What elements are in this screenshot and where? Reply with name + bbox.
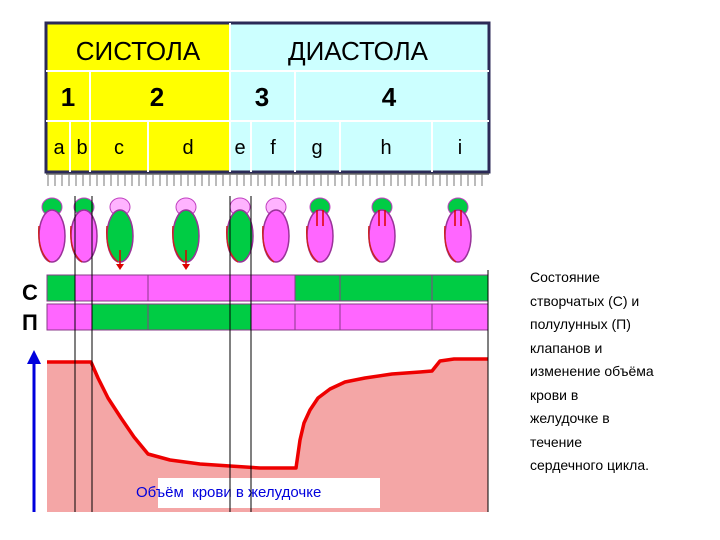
- systole-label: СИСТОЛА: [76, 36, 201, 66]
- caption-line: желудочке в: [530, 410, 610, 426]
- semilunar-valve-segment: [229, 303, 252, 331]
- heart-icon: [261, 197, 290, 263]
- semilunar-valve-row: [46, 303, 489, 331]
- time-ruler: [46, 173, 489, 186]
- subphase-label: f: [270, 137, 276, 159]
- volume-label: Объём крови в желудочке: [136, 484, 321, 501]
- subphase-label: d: [182, 137, 193, 159]
- cuspid-valve-segment: [294, 274, 341, 302]
- caption-line: изменение объёма: [530, 363, 654, 379]
- header-border: [44, 21, 491, 174]
- heart-icon: [105, 197, 134, 270]
- volume-label-bg: [158, 478, 380, 508]
- diastole-label: ДИАСТОЛА: [288, 36, 429, 66]
- subphase-label: h: [380, 137, 391, 159]
- subphase-label: a: [53, 137, 65, 159]
- heart-icon: [443, 197, 472, 263]
- semilunar-valve-segment: [339, 303, 433, 331]
- diastole-header-bg: [230, 24, 488, 171]
- caption-line: створчатых (С) и: [530, 292, 640, 309]
- period-label: 4: [382, 82, 397, 112]
- cuspid-valve-segment: [250, 274, 296, 302]
- cuspid-valve-segment: [91, 274, 149, 302]
- volume-axis-arrow-icon: [27, 350, 41, 364]
- period-label: 1: [61, 82, 75, 112]
- semilunar-valve-segment: [46, 303, 76, 331]
- cuspid-valve-row: [46, 274, 489, 302]
- valve-rows: С П: [22, 274, 489, 335]
- caption-line: крови в: [530, 386, 579, 403]
- subphase-label: c: [114, 137, 124, 159]
- heart-icon: [37, 197, 66, 263]
- caption-line: клапанов и: [530, 339, 603, 356]
- heart-icon: [225, 197, 254, 263]
- subphase-label: g: [311, 137, 322, 159]
- semilunar-valve-segment: [147, 303, 231, 331]
- phase-boundaries: [74, 196, 489, 512]
- cuspid-valve-label: С: [22, 280, 38, 305]
- volume-line: [47, 357, 488, 470]
- heart-icon: [171, 197, 200, 270]
- volume-area: [47, 359, 488, 512]
- period-label: 2: [150, 82, 164, 112]
- heart-icon: [367, 197, 396, 263]
- cuspid-valve-segment: [147, 274, 231, 302]
- cuspid-valve-segment: [74, 274, 93, 302]
- semilunar-valve-segment: [74, 303, 93, 331]
- phase-header-table: СИСТОЛА ДИАСТОЛА 1 2 3 4 a b c d e f g h…: [44, 21, 491, 174]
- cuspid-valve-segment: [339, 274, 433, 302]
- semilunar-valve-segment: [91, 303, 149, 331]
- subphase-label: i: [458, 137, 462, 159]
- volume-graph: Объём крови в желудочке: [27, 350, 488, 512]
- subphase-label: b: [76, 137, 87, 159]
- heart-phase-icons: [37, 197, 472, 270]
- semilunar-valve-label: П: [22, 310, 38, 335]
- heart-icon: [69, 197, 98, 263]
- period-label: 3: [255, 82, 269, 112]
- semilunar-valve-segment: [431, 303, 489, 331]
- caption-line: полулунных (П): [530, 316, 631, 332]
- cuspid-valve-segment: [229, 274, 252, 302]
- caption-line: течение: [530, 433, 582, 450]
- semilunar-valve-segment: [250, 303, 296, 331]
- caption-line: Состояние: [530, 269, 600, 285]
- cuspid-valve-segment: [46, 274, 76, 302]
- caption-line: сердечного цикла.: [530, 457, 649, 473]
- systole-header-bg: [47, 24, 230, 171]
- cuspid-valve-segment: [431, 274, 489, 302]
- heart-icon: [305, 197, 334, 263]
- subphase-label: e: [234, 137, 245, 159]
- figure-caption: Состояние створчатых (С) и полулунных (П…: [530, 266, 695, 478]
- semilunar-valve-segment: [294, 303, 341, 331]
